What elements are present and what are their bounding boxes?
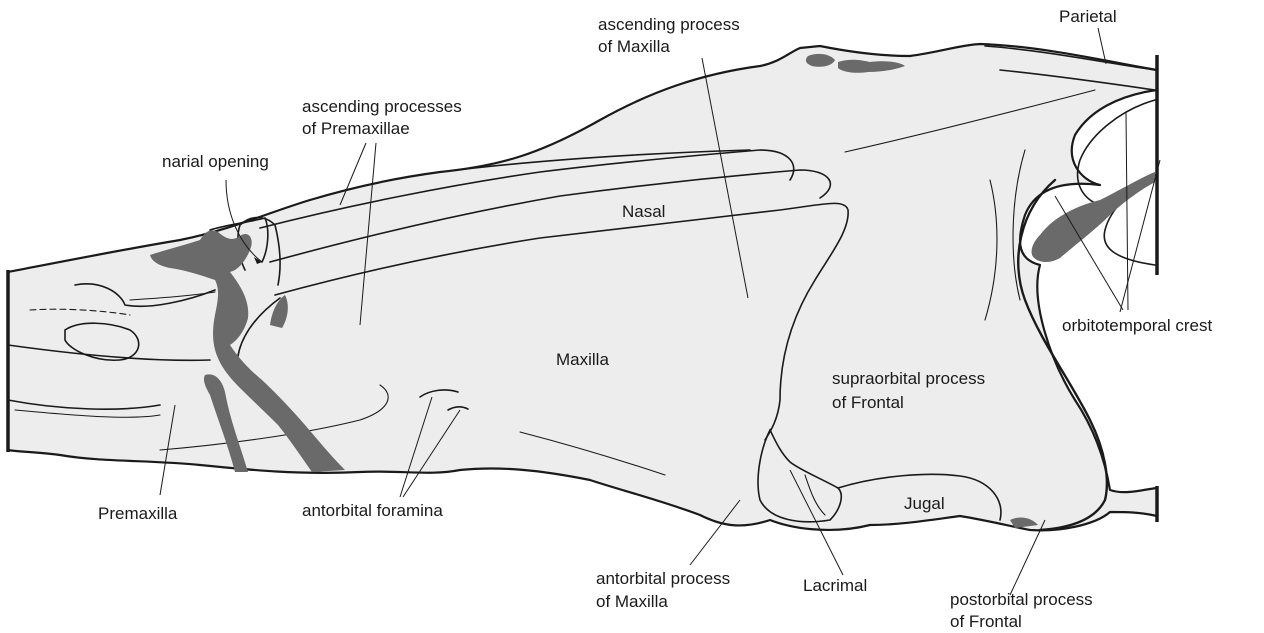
label-narial-opening: narial opening xyxy=(162,152,269,171)
label-lacrimal: Lacrimal xyxy=(803,576,867,595)
label-antorbital-process-1: antorbital process xyxy=(596,569,730,588)
label-postorbital-process-1: postorbital process xyxy=(950,590,1093,609)
label-premaxilla: Premaxilla xyxy=(98,504,178,523)
label-maxilla: Maxilla xyxy=(556,350,609,369)
label-ascending-process-maxilla-1: ascending process xyxy=(598,15,740,34)
label-supraorbital-process-1: supraorbital process xyxy=(832,369,985,388)
label-postorbital-process-2: of Frontal xyxy=(950,612,1022,631)
label-supraorbital-process-2: of Frontal xyxy=(832,393,904,412)
label-antorbital-process-2: of Maxilla xyxy=(596,592,668,611)
skull-outline xyxy=(8,44,1157,530)
label-jugal: Jugal xyxy=(904,494,945,513)
label-parietal: Parietal xyxy=(1059,7,1117,26)
label-antorbital-foramina: antorbital foramina xyxy=(302,501,443,520)
label-ascending-processes-premaxillae-2: of Premaxillae xyxy=(302,119,410,138)
label-orbitotemporal-crest: orbitotemporal crest xyxy=(1062,316,1213,335)
label-ascending-process-maxilla-2: of Maxilla xyxy=(598,37,670,56)
label-ascending-processes-premaxillae-1: ascending processes xyxy=(302,97,462,116)
label-nasal: Nasal xyxy=(622,202,665,221)
